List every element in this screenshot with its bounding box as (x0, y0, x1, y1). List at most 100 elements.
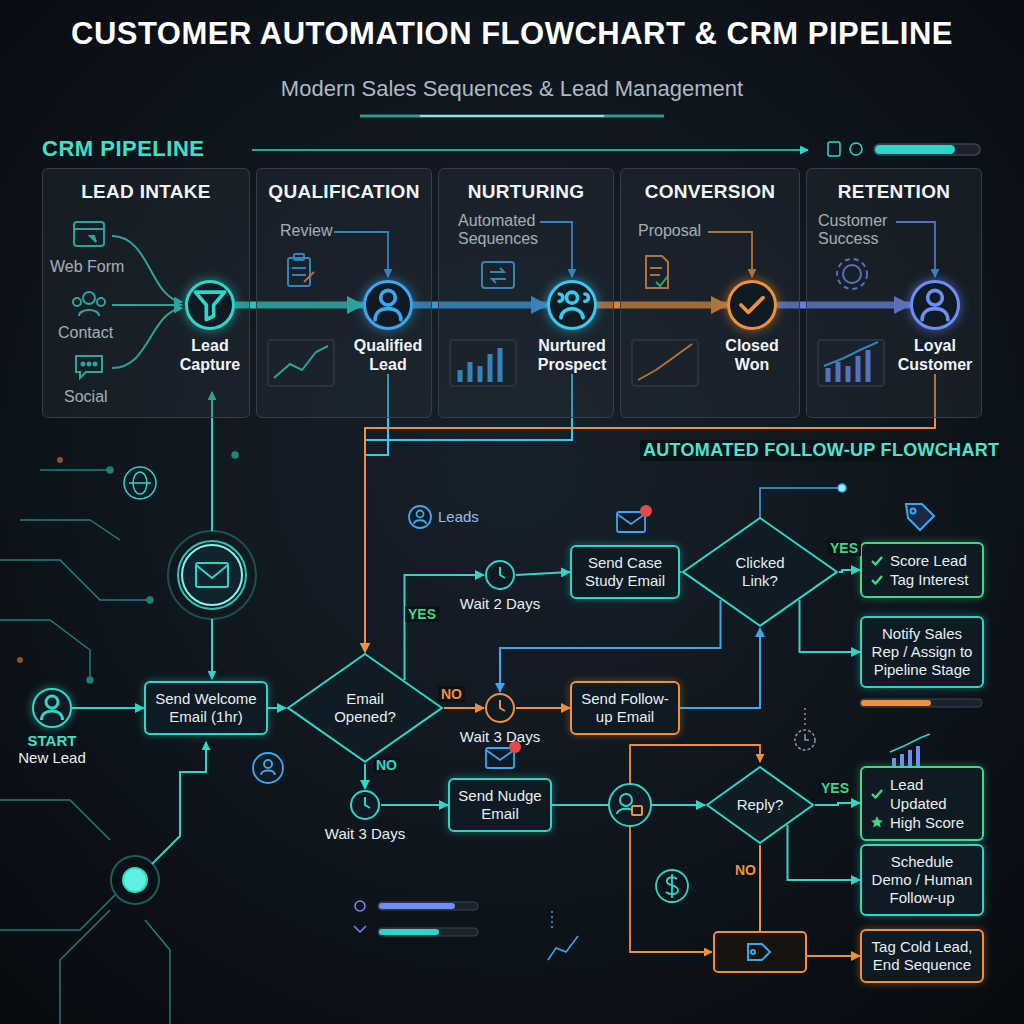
pipeline-rule (850, 143, 862, 155)
node-text: RETENTION (807, 169, 981, 203)
circuit-traces (60, 910, 110, 1024)
node-text: Send Welcome Email (1hr) (154, 690, 258, 726)
node-text: Reply? (737, 796, 784, 814)
flow-connector (500, 600, 721, 692)
diamond-text-holder: Email Opened? (286, 652, 444, 764)
user-icons (414, 520, 426, 524)
node-text: LEAD INTAKE (43, 169, 249, 203)
wait-timer: Wait 3 Days (450, 692, 550, 745)
node-text: START (2, 732, 102, 749)
lock-icon (609, 784, 651, 826)
envelope-icons (486, 750, 514, 760)
node-text: Send Follow-up Email (580, 690, 670, 726)
clock-icon (349, 789, 381, 821)
node-text: Qualified Lead (346, 336, 430, 374)
circuit-traces (0, 895, 115, 930)
email-hub (168, 392, 256, 679)
text-label: AUTOMATED FOLLOW-UP FLOWCHART (640, 440, 1002, 461)
node-text: Notify Sales Rep / Assign to Pipeline St… (870, 625, 974, 679)
header-glow (360, 115, 664, 118)
orange-loop (630, 826, 712, 952)
node-text: Send Nudge Email (458, 787, 542, 823)
edge-label: YES (405, 606, 439, 622)
stage-icon (366, 283, 410, 327)
flow-connector (364, 764, 366, 789)
stage-circle: Qualified Lead (346, 280, 430, 374)
stage-icon (188, 283, 232, 327)
label-holder: AUTOMATED FOLLOW-UP FLOWCHART (640, 440, 1002, 461)
edge-label-holder: YES (405, 606, 439, 622)
process-box: Schedule Demo / Human Follow-up (860, 844, 984, 916)
progress-bars (378, 902, 478, 910)
edge-label-holder: NO (732, 862, 759, 878)
tag-box (751, 950, 755, 954)
check-row: Tag Interest (870, 570, 974, 589)
circuit-traces (145, 920, 170, 1024)
stage-circle-ring (185, 280, 235, 330)
process-box: Tag Cold Lead, End Sequence (860, 929, 984, 983)
stage-circle-ring (727, 280, 777, 330)
header-glow (360, 116, 664, 117)
decision-diamond: Email Opened? (286, 652, 444, 764)
timer-icon (805, 734, 809, 740)
stage-icon (550, 283, 594, 327)
edge-label-holder: YES (818, 780, 852, 796)
dollar-icon (666, 874, 678, 898)
envelope-icons (640, 505, 652, 517)
glow-orb (111, 742, 206, 904)
flow-connector (516, 572, 570, 575)
circuit-traces (17, 657, 23, 663)
process-box: Send Case Study Email (570, 545, 680, 599)
progress-bars (355, 901, 365, 911)
pipeline-rule (252, 149, 808, 151)
progress-bars (378, 928, 478, 936)
globe-icon (124, 467, 156, 499)
process-box: Send Follow-up Email (570, 681, 680, 735)
circuit-traces (40, 469, 110, 471)
node-text: NURTURING (439, 169, 613, 203)
email-hub (168, 531, 256, 619)
edge-label-holder: NO (438, 686, 465, 702)
tag-icon (911, 509, 916, 514)
tag-box (748, 944, 770, 960)
chart-icon (548, 936, 578, 960)
clock-icon (484, 559, 516, 591)
progress-bars (379, 903, 455, 909)
node-text: Wait 3 Days (315, 825, 415, 842)
stage-icon (730, 283, 774, 327)
wait-timer: Wait 2 Days (450, 559, 550, 612)
node-text: Lead Updated (890, 775, 974, 813)
process-box: Score LeadTag Interest (860, 542, 984, 598)
edge-label: YES (818, 780, 852, 796)
start-node: STARTNew Lead (2, 688, 102, 766)
flow-connector (839, 570, 860, 572)
node-text: Send Case Study Email (580, 554, 670, 590)
wait-timer: Wait 3 Days (315, 789, 415, 842)
pipeline-rule (875, 145, 955, 154)
clock-icon (484, 692, 516, 724)
stage-circle-ring (363, 280, 413, 330)
chart-icon (890, 734, 930, 752)
email-hub (196, 563, 228, 587)
orange-loop (630, 745, 760, 784)
link-trace (760, 488, 838, 524)
process-box: Send Welcome Email (1hr) (144, 681, 268, 735)
stage-circle: Lead Capture (168, 280, 252, 374)
header-glow (420, 115, 604, 117)
stage-circle: Nurtured Prospect (530, 280, 614, 374)
decision-diamond: Clicked Link? (681, 516, 839, 628)
clock-icon (484, 559, 516, 591)
flow-connector (680, 571, 681, 573)
email-hub (196, 565, 228, 578)
edge-label-holder: NO (373, 757, 400, 773)
node-text: Closed Won (710, 336, 794, 374)
circuit-traces (107, 467, 113, 473)
email-hub (178, 541, 246, 609)
diamond-text-holder: Clicked Link? (681, 516, 839, 628)
circuit-traces (87, 677, 93, 683)
label-holder: Leads (438, 508, 479, 525)
decision-diamond: Reply? (705, 765, 815, 845)
user-icons (264, 760, 272, 768)
